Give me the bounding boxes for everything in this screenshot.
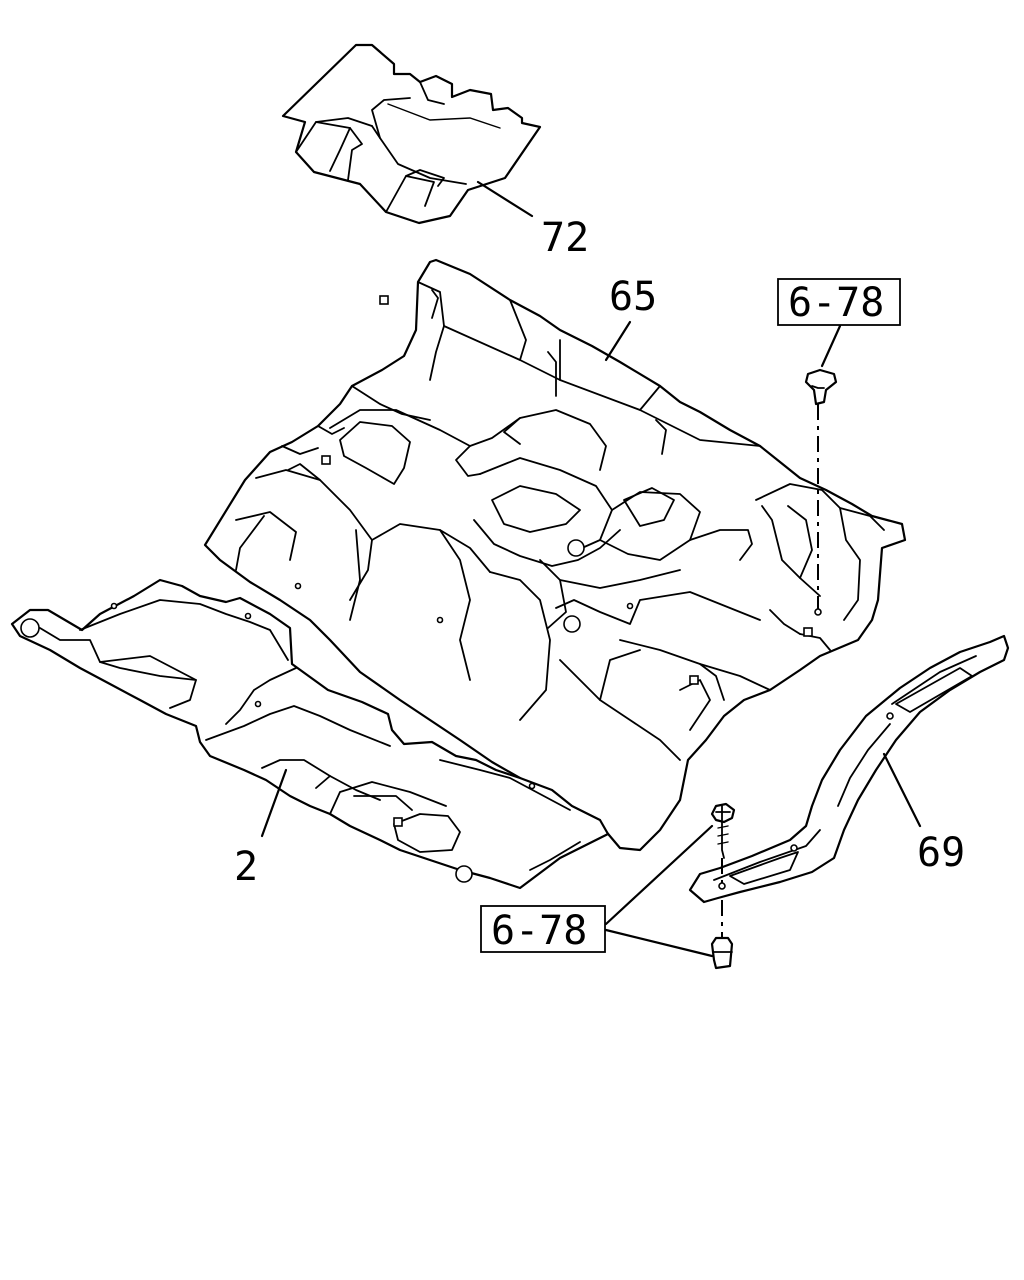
callout-65: 65 [609,274,657,320]
leader-2 [260,768,288,838]
ref-box-bottom: 6-78 [480,905,606,954]
leader-ref-bottom-screw [604,824,714,926]
leader-65 [604,320,632,362]
ref-box-top: 6-78 [777,278,901,326]
screw [710,802,736,890]
part-72-insulator-mat [281,43,542,225]
part-2-front-floor-mat [10,578,610,890]
ref-label-top: 6-78 [788,280,884,326]
callout-69: 69 [917,830,965,876]
leader-72 [476,180,534,218]
clip-top-right [804,368,838,616]
leader-69 [882,752,922,828]
leader-ref-top [820,324,842,368]
grommet [710,900,734,970]
callout-72: 72 [541,215,589,261]
callout-2: 2 [234,844,258,890]
leader-ref-bottom-grommet [604,928,714,958]
part-65-floor-mat [203,258,907,852]
ref-label-bottom: 6-78 [491,908,587,954]
part-69-sill-trim [688,634,1010,904]
